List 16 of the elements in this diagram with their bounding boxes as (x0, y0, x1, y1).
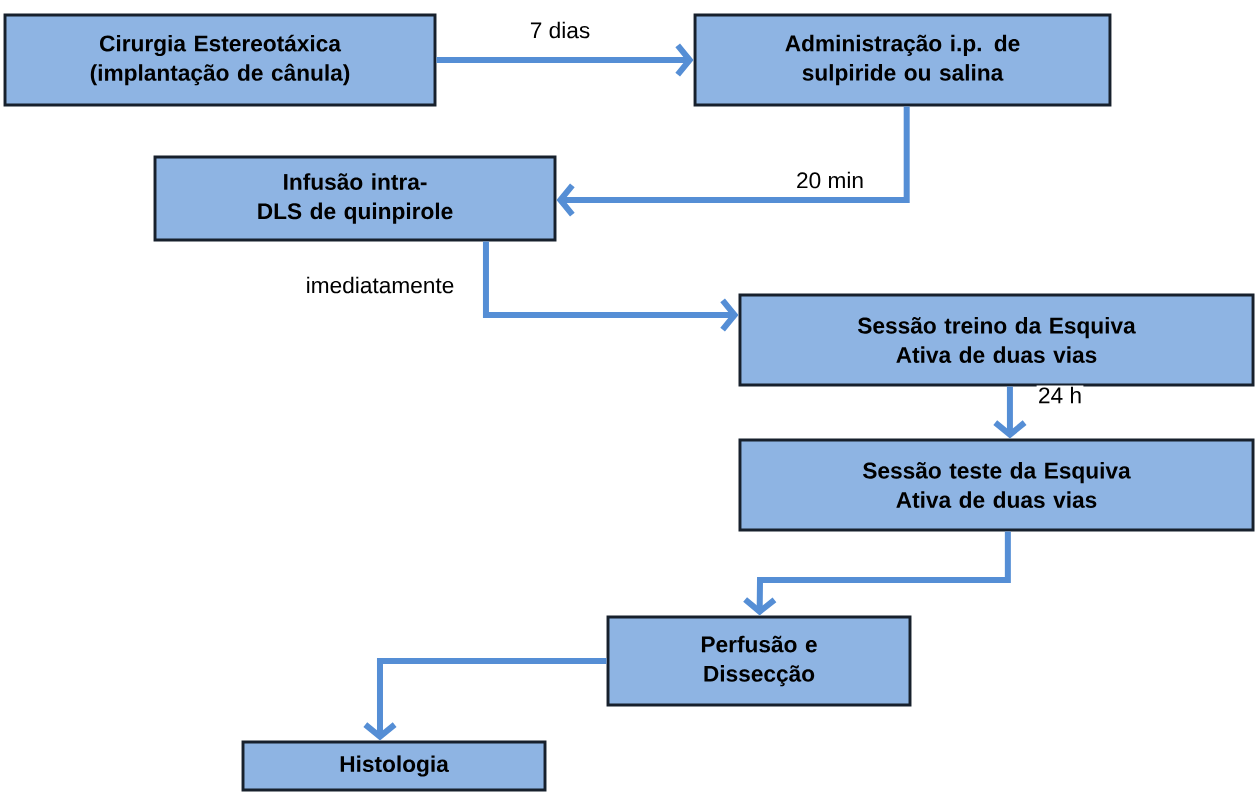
arrow (556, 106, 910, 217)
process-box: Cirurgia Estereotáxica (implantação de cânula) (3, 13, 437, 107)
process-box: Perfusão e Dissecção (606, 615, 912, 707)
edge-label: 7 dias (528, 20, 592, 40)
process-box: Sessão teste da Esquiva Ativa de duas vias (738, 438, 1255, 532)
arrow (482, 241, 739, 332)
edge-label: imediatamente (304, 275, 456, 295)
process-box: Infusão intra-DLS de quinpirole (153, 155, 557, 242)
arrow (743, 531, 1011, 616)
edge-label: 20 min (794, 170, 866, 190)
arrow (436, 43, 694, 77)
edge-label: 24 h (1036, 385, 1084, 405)
arrow (363, 658, 607, 741)
process-box: Histologia (241, 740, 547, 792)
process-box: Sessão treino da Esquiva Ativa de duas vias (738, 293, 1255, 387)
process-box: Administração i.p. de sulpiride ou salina (693, 13, 1112, 107)
